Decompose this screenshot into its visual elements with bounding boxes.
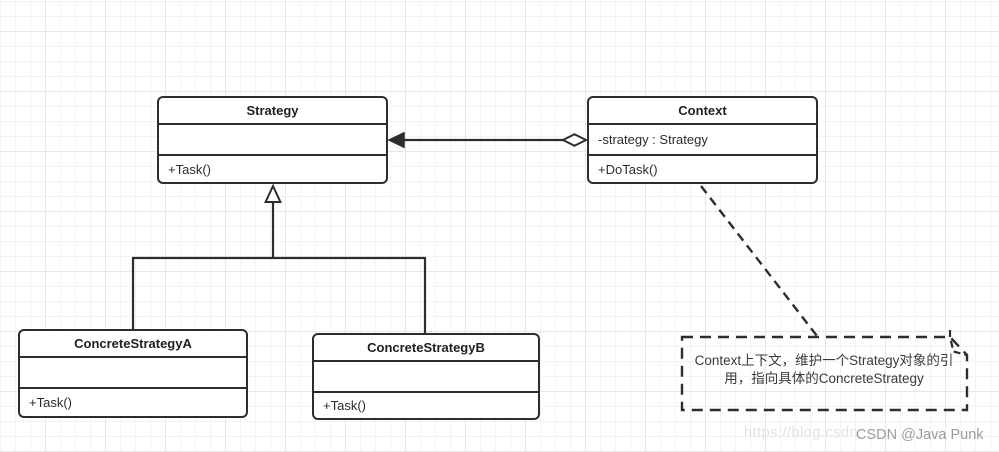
class-methods: +DoTask() — [598, 161, 658, 177]
class-title: ConcreteStrategyA — [20, 331, 246, 358]
class-concrete-strategy-a[interactable]: ConcreteStrategyA +Task() — [18, 329, 248, 418]
class-strategy[interactable]: Strategy +Task() — [157, 96, 388, 184]
note-anchor-connector[interactable] — [700, 185, 818, 337]
class-title: Context — [589, 98, 816, 125]
class-attributes: -strategy : Strategy — [589, 125, 816, 156]
inheritance-connector[interactable] — [131, 183, 427, 333]
aggregation-connector[interactable] — [387, 131, 589, 149]
class-attributes — [159, 125, 386, 156]
class-attributes — [314, 362, 538, 393]
note-fold-icon — [948, 330, 968, 357]
aggregation-diamond-icon — [560, 133, 589, 147]
inheritance-triangle-icon — [264, 183, 282, 203]
class-methods: +Task() — [323, 398, 366, 413]
class-attributes — [20, 358, 246, 389]
class-methods: +Task() — [168, 161, 211, 177]
class-title: Strategy — [159, 98, 386, 125]
class-concrete-strategy-b[interactable]: ConcreteStrategyB +Task() — [312, 333, 540, 420]
note-text: Context上下文，维护一个Strategy对象的引用，指向具体的Concre… — [694, 353, 954, 387]
class-title: ConcreteStrategyB — [314, 335, 538, 362]
note-shape[interactable] — [680, 330, 969, 412]
class-methods: +Task() — [29, 395, 72, 410]
arrowhead-icon — [387, 131, 405, 149]
class-context[interactable]: Context -strategy : Strategy +DoTask() — [587, 96, 818, 184]
